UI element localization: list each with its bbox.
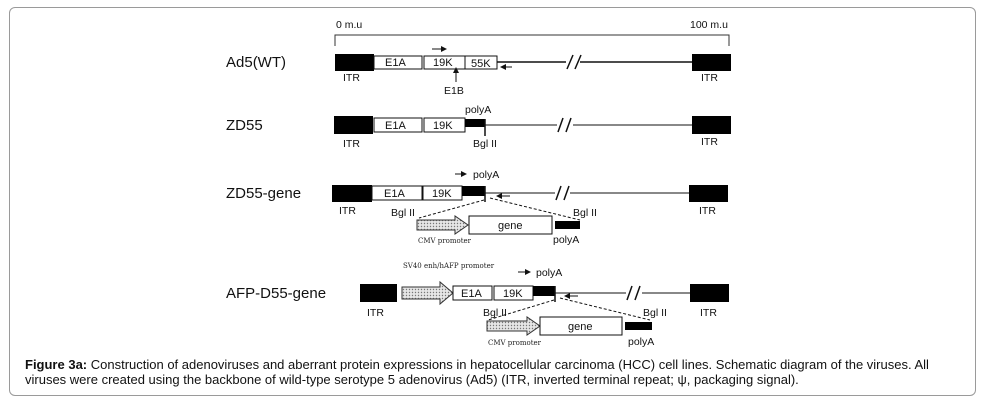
polya-label: polyA (465, 104, 491, 116)
afp-promoter-arrow (401, 280, 454, 306)
19k-label: 19K (433, 57, 453, 69)
e1b-label: E1B (444, 85, 464, 97)
cmv-promoter-label: CMV promoter (488, 339, 542, 347)
19k-label: 19K (432, 188, 452, 200)
caption-text: Construction of adenoviruses and aberran… (25, 357, 929, 387)
cmv-promoter-label: CMV promoter (418, 237, 472, 245)
55k-box (464, 55, 498, 70)
construct-zd55: ZD55 E1A 19K polyA Bgl II ITR ITR (226, 104, 731, 150)
scale-start-label: 0 m.u (336, 19, 362, 31)
e1a-label: E1A (461, 288, 482, 300)
e1a-label: E1A (385, 120, 406, 132)
19k-label: 19K (433, 120, 453, 132)
caption-label: Figure 3a: (25, 357, 88, 372)
e1a-box (373, 55, 423, 70)
cassette-polya-label: polyA (628, 336, 654, 348)
55k-label: 55K (471, 58, 491, 70)
polya-label: polyA (536, 267, 562, 279)
itr-left-label: ITR (343, 138, 360, 150)
construct-label: Ad5(WT) (226, 54, 286, 71)
itr-left-block (335, 54, 374, 71)
bgl-ii-right-label: Bgl II (573, 207, 597, 219)
gene-label: gene (568, 321, 592, 333)
itr-right-block (692, 54, 731, 71)
gene-box (539, 316, 623, 336)
bgl-ii-left-label: Bgl II (483, 307, 507, 319)
figure-caption: Figure 3a: Construction of adenoviruses … (25, 357, 955, 387)
construct-afp-d55-gene: AFP-D55-gene SV40 enh/hAFP promoter E1A … (226, 262, 729, 348)
bgl-ii-right-label: Bgl II (643, 307, 667, 319)
itr-left-label: ITR (343, 72, 360, 84)
itr-right-label: ITR (701, 72, 718, 84)
cmv-promoter-arrow (416, 215, 469, 235)
sv40-promoter-label: SV40 enh/hAFP promoter (403, 262, 495, 270)
figure-frame (9, 7, 976, 396)
polya-label: polyA (473, 169, 499, 181)
e1a-label: E1A (384, 188, 405, 200)
itr-left-label: ITR (367, 307, 384, 319)
gene-label: gene (498, 220, 522, 232)
bgl-ii-label: Bgl II (473, 138, 497, 150)
itr-right-label: ITR (700, 307, 717, 319)
scale-end-label: 100 m.u (690, 19, 728, 31)
scale-bar: 0 m.u 100 m.u (334, 19, 730, 46)
gene-box (468, 215, 553, 235)
bgl-ii-left-label: Bgl II (391, 207, 415, 219)
cassette-polya-label: polyA (553, 234, 579, 246)
construct-label: ZD55 (226, 117, 263, 134)
construct-ad5-wt: Ad5(WT) E1A 19K 55K E1B ITR ITR (226, 46, 731, 97)
itr-right-label: ITR (699, 205, 716, 217)
itr-right-label: ITR (701, 136, 718, 148)
itr-left-label: ITR (339, 205, 356, 217)
polya-block (465, 119, 485, 127)
construct-label: AFP-D55-gene (226, 285, 326, 302)
19k-label: 19K (503, 288, 523, 300)
construct-label: ZD55-gene (226, 185, 301, 202)
e1a-label: E1A (385, 57, 406, 69)
cmv-promoter-arrow (486, 316, 541, 336)
construct-zd55-gene: ZD55-gene E1A 19K polyA Bgl II Bgl II IT… (226, 169, 728, 246)
